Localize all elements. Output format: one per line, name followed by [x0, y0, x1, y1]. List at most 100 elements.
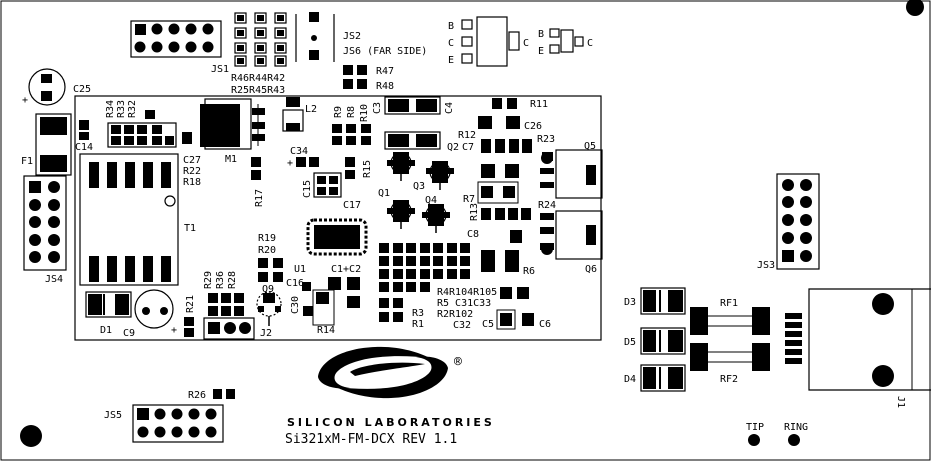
label-u1: U1: [294, 264, 306, 275]
label-plus2: +: [287, 158, 293, 169]
label-r2r102: R2R102: [437, 309, 473, 320]
label-ring: RING: [784, 422, 808, 433]
label-rf2: RF2: [720, 374, 738, 385]
label-js4: JS4: [45, 274, 63, 285]
resistors-r47-r48: [343, 65, 367, 89]
label-q3: Q3: [413, 181, 425, 192]
label-r18: R18: [183, 177, 201, 188]
label-r22: R22: [183, 166, 201, 177]
c1c2-outline: [312, 289, 335, 326]
sot23-footprint-legend: [461, 16, 584, 67]
fuse-f1: [35, 113, 72, 176]
resistors-r28-r36: [208, 293, 244, 316]
label-c1c2: C1+C2: [331, 264, 361, 275]
label-r9: R9: [333, 106, 344, 118]
resistors-r19-r20: [258, 258, 283, 282]
label-js5: JS5: [104, 410, 122, 421]
label-r10: R10: [359, 104, 370, 122]
label-c6: C6: [539, 319, 551, 330]
capacitor-c9: [134, 289, 174, 329]
label-r20: R20: [258, 245, 276, 256]
resistor-r21: [184, 317, 194, 337]
label-js1: JS1: [211, 64, 229, 75]
label-d4: D4: [624, 374, 636, 385]
label-r34: R34: [105, 100, 116, 118]
label-c32: C32: [453, 320, 471, 331]
label-c25: C25: [73, 84, 91, 95]
resistor-r17: [251, 157, 261, 180]
c5-outline: [496, 309, 516, 330]
label-c3: C3: [372, 102, 383, 114]
label-r23: R23: [537, 134, 555, 145]
resistor-array-r1-r5: [379, 243, 470, 322]
label-c30: C30: [290, 296, 301, 314]
resistor-r26: [213, 389, 235, 399]
label-js2: JS2: [343, 31, 361, 42]
label-r8: R8: [346, 106, 357, 118]
label-m1: M1: [225, 154, 237, 165]
label-b1: B: [448, 21, 454, 32]
label-e1: E: [448, 55, 454, 66]
label-c5: C5: [482, 319, 494, 330]
js4-header: [23, 175, 67, 271]
label-r19: R19: [258, 233, 276, 244]
transistor-q9: [256, 291, 282, 326]
label-c26: C26: [524, 121, 542, 132]
label-j2: J2: [260, 328, 272, 339]
label-c15: C15: [302, 180, 313, 198]
label-r24: R24: [538, 200, 556, 211]
label-l2: L2: [305, 104, 317, 115]
resistor-r15: [345, 157, 355, 179]
label-cbig: C: [523, 38, 529, 49]
diode-d4: [640, 364, 686, 392]
inductor-l2: [282, 97, 304, 132]
phone-jack-j1: [785, 288, 931, 391]
label-r14: R14: [317, 325, 335, 336]
transformer-t1: [79, 153, 179, 286]
js5-header: [132, 404, 224, 443]
label-r15: R15: [362, 160, 373, 178]
label-b2: B: [538, 29, 544, 40]
resistor-grid-fills: [237, 15, 284, 64]
regulator-m1: [200, 98, 265, 150]
label-c34: C34: [290, 146, 308, 157]
js3-header: [776, 173, 820, 270]
label-r46r44r42: R46R44R42: [231, 73, 285, 84]
label-r28: R28: [227, 271, 238, 289]
label-c4: C4: [444, 102, 455, 114]
tip-test-point: [748, 434, 760, 446]
resistor-r6: [481, 250, 519, 272]
capacitor-c14: [79, 120, 89, 140]
diode-d5: [640, 327, 686, 355]
mounting-hole-top-right: [906, 0, 924, 16]
label-f1: F1: [21, 156, 33, 167]
label-c17: C17: [343, 200, 361, 211]
label-r32: R32: [127, 100, 138, 118]
registered-mark: ®: [454, 355, 462, 370]
capacitor-c25: [28, 68, 66, 106]
label-c8: C8: [467, 229, 479, 240]
capacitor-c26: [478, 116, 520, 129]
capacitor-c34: [296, 157, 319, 167]
js1-header: [130, 20, 222, 58]
label-r1: R1: [412, 319, 424, 330]
label-r13: R13: [469, 203, 480, 221]
label-r6: R6: [523, 266, 535, 277]
capacitor-c3-pads: [384, 131, 441, 150]
capacitor-c4: [384, 96, 441, 115]
label-r5c31c33: R5 C31C33: [437, 298, 491, 309]
label-r33: R33: [116, 100, 127, 118]
label-r4r104r105: R4R104R105: [437, 287, 497, 298]
capacitors-c5-c6: [500, 287, 534, 326]
label-c27: C27: [183, 155, 201, 166]
label-r36: R36: [215, 271, 226, 289]
resistors-r8-r10: [332, 124, 371, 145]
label-q1: Q1: [378, 188, 390, 199]
label-r12: R12: [458, 130, 476, 141]
label-r7: R7: [463, 194, 475, 205]
transistor-q6: [540, 210, 603, 260]
board-revision: Si321xM-FM-DCX REV 1.1: [285, 432, 457, 447]
capacitor-c15: [313, 172, 342, 198]
